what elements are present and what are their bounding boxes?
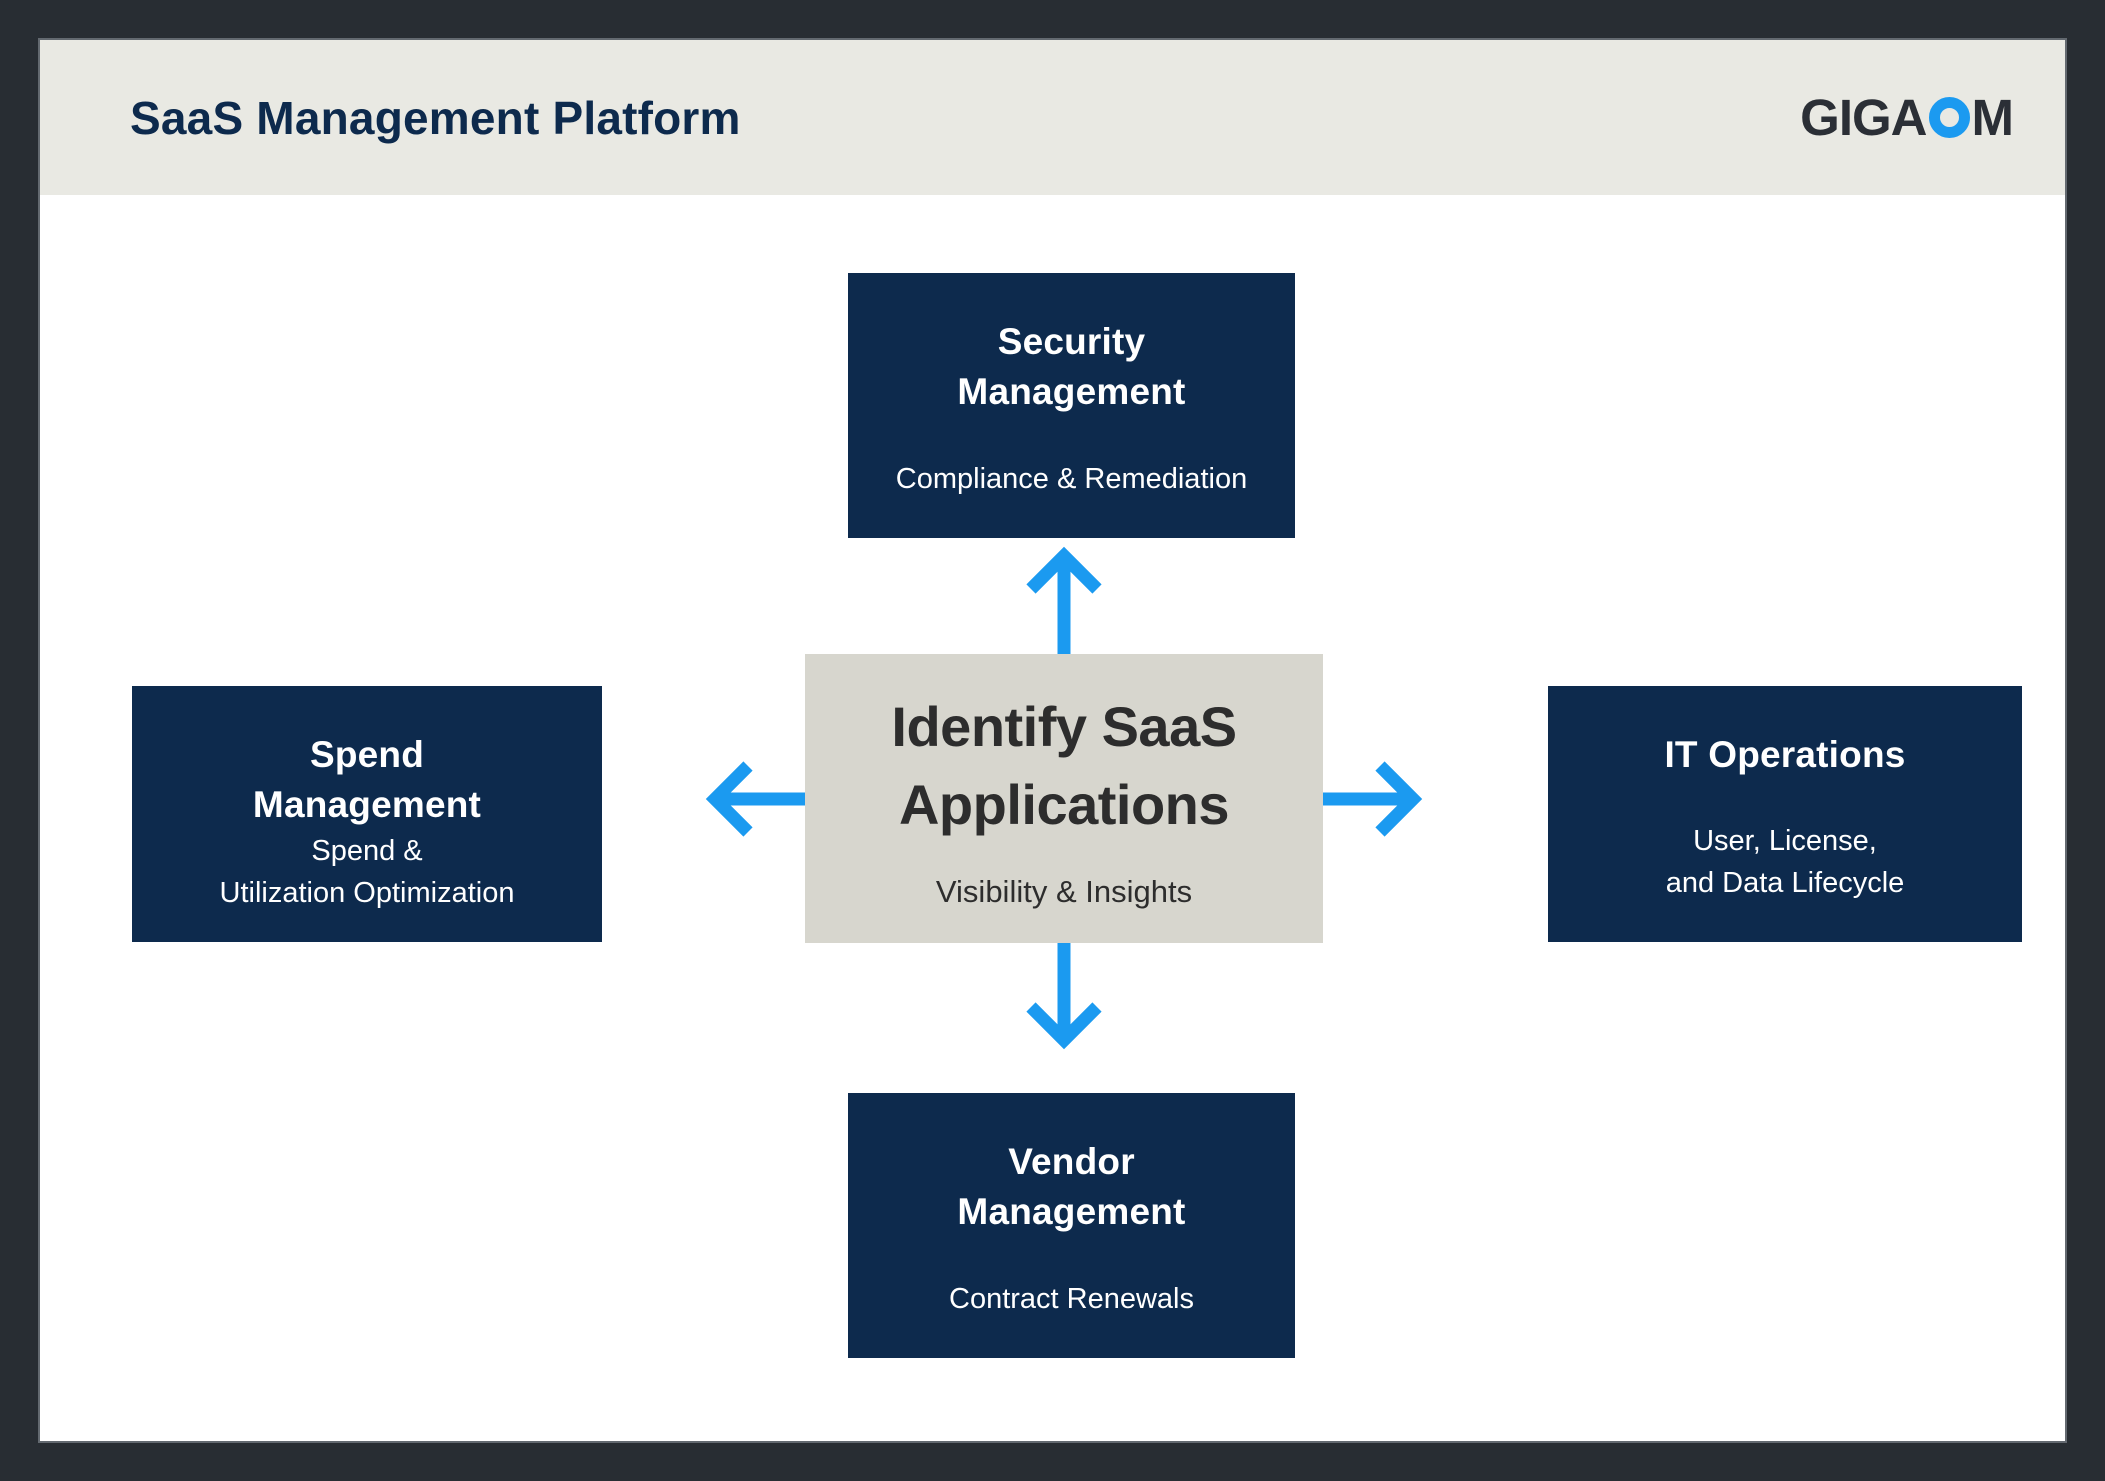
node-subtitle: Compliance & Remediation (895, 463, 1248, 495)
node-subtitle: Visibility & Insights (935, 874, 1193, 909)
node-subtitle: User, License, and Data Lifecycle (1665, 825, 1905, 899)
node-title: Spend Management (252, 734, 482, 825)
node-title: Vendor Management (957, 1141, 1186, 1232)
node-spend-management: Spend Management Spend & Utilization Opt… (132, 686, 602, 942)
node-title: IT Operations (1664, 734, 1906, 775)
node-security-management: Security Management Compliance & Remedia… (848, 273, 1295, 538)
arrow-up-icon (1026, 546, 1102, 654)
slide-canvas: SaaS Management Platform GIGA M Security… (40, 40, 2065, 1441)
node-title: Identify SaaS Applications (891, 695, 1237, 836)
node-subtitle: Contract Renewals (949, 1283, 1194, 1315)
node-identify-saas-applications: Identify SaaS Applications Visibility & … (805, 654, 1323, 943)
node-title: Security Management (957, 321, 1186, 412)
arrow-left-icon (705, 761, 805, 837)
node-subtitle: Spend & Utilization Optimization (219, 835, 515, 909)
logo-text-giga: GIGA (1800, 89, 1927, 146)
page-title: SaaS Management Platform (130, 91, 741, 144)
header-band: SaaS Management Platform GIGA M (40, 40, 2065, 195)
gigaom-logo: GIGA M (1800, 89, 2014, 146)
node-it-operations: IT Operations User, License, and Data Li… (1548, 686, 2022, 942)
arrow-down-icon (1026, 943, 1102, 1050)
logo-o-icon (1928, 97, 1970, 138)
node-vendor-management: Vendor Management Contract Renewals (848, 1093, 1295, 1358)
arrow-right-icon (1323, 761, 1423, 837)
logo-text-m: M (1971, 89, 2014, 146)
